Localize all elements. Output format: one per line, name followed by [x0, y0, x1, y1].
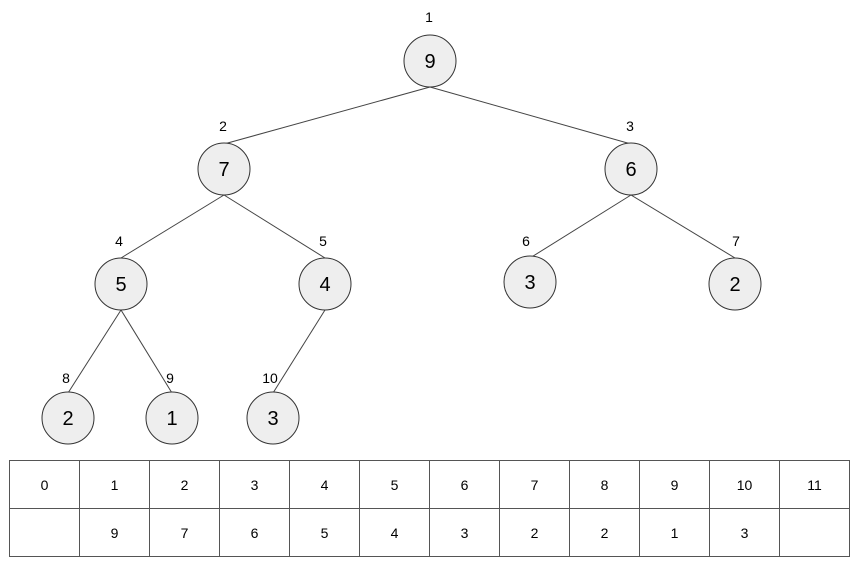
- array-value-cell: 3: [709, 508, 780, 557]
- array-index-cell: 2: [149, 460, 220, 509]
- edge-3-6: [529, 194, 632, 259]
- array-index-cell: 10: [709, 460, 780, 509]
- node-circle: [503, 255, 557, 309]
- edge-2-4: [120, 194, 225, 259]
- node-index-label: 5: [319, 233, 327, 249]
- node-index-label: 9: [166, 370, 174, 386]
- edge-4-9: [120, 309, 173, 394]
- node-circle: [246, 391, 300, 445]
- array-value-cell: 9: [79, 508, 150, 557]
- node-index-label: 7: [732, 233, 740, 249]
- array-value-cell: [779, 508, 850, 557]
- tree-node: 8 2: [41, 370, 95, 445]
- tree-edges: [67, 86, 736, 394]
- tree-node: 5 4: [298, 233, 352, 311]
- edge-5-10: [272, 309, 326, 394]
- array-value-cell: 1: [639, 508, 710, 557]
- node-value: 2: [729, 274, 740, 296]
- array-value-cell: 2: [569, 508, 640, 557]
- node-value: 6: [625, 159, 636, 181]
- array-index-cell: 0: [9, 460, 80, 509]
- tree-node: 1 9: [403, 9, 457, 88]
- tree-node: 10 3: [246, 370, 300, 445]
- node-index-label: 4: [115, 233, 123, 249]
- node-index-label: 6: [522, 233, 530, 249]
- array-value-cell: 2: [499, 508, 570, 557]
- node-index-label: 3: [626, 118, 634, 134]
- tree-node: 6 3: [503, 233, 557, 309]
- array-index-cell: 8: [569, 460, 640, 509]
- node-circle: [145, 391, 199, 445]
- edge-3-7: [630, 194, 736, 259]
- node-circle: [94, 257, 148, 311]
- array-value-cell: [9, 508, 80, 557]
- node-circle: [41, 391, 95, 445]
- node-index-label: 1: [425, 9, 433, 25]
- array-index-cell: 5: [359, 460, 430, 509]
- tree-node: 2 7: [197, 118, 251, 196]
- array-value-row: 9 7 6 5 4 3 2 2 1 3: [9, 508, 850, 557]
- node-circle: [298, 257, 352, 311]
- edge-1-3: [429, 86, 632, 145]
- node-circle: [708, 257, 762, 311]
- edge-4-8: [67, 309, 122, 394]
- edge-2-5: [223, 194, 326, 259]
- array-index-cell: 3: [219, 460, 290, 509]
- node-index-label: 8: [62, 370, 70, 386]
- node-value: 9: [424, 51, 435, 73]
- tree-node: 9 1: [145, 370, 199, 445]
- node-index-label: 10: [262, 370, 278, 386]
- array-index-cell: 1: [79, 460, 150, 509]
- node-circle: [604, 142, 658, 196]
- array-index-cell: 6: [429, 460, 500, 509]
- edge-1-2: [223, 86, 431, 145]
- binary-heap-tree: 1 9 2 7 3 6 4 5 5 4 6 3 7 2 8 2 9: [41, 9, 762, 445]
- node-value: 4: [319, 274, 330, 296]
- node-value: 7: [218, 159, 229, 181]
- array-value-cell: 4: [359, 508, 430, 557]
- node-value: 3: [267, 408, 278, 430]
- node-value: 1: [166, 408, 177, 430]
- node-value: 2: [62, 408, 73, 430]
- node-index-label: 2: [219, 118, 227, 134]
- array-index-cell: 11: [779, 460, 850, 509]
- heap-array-table: 0 1 2 3 4 5 6 7 8 9 10 11 9 7 6 5 4 3 2 …: [9, 460, 850, 557]
- array-value-cell: 7: [149, 508, 220, 557]
- array-index-row: 0 1 2 3 4 5 6 7 8 9 10 11: [9, 460, 850, 509]
- array-index-cell: 7: [499, 460, 570, 509]
- node-circle: [197, 142, 251, 196]
- tree-node: 4 5: [94, 233, 148, 311]
- array-value-cell: 6: [219, 508, 290, 557]
- array-value-cell: 3: [429, 508, 500, 557]
- tree-node: 7 2: [708, 233, 762, 311]
- array-index-cell: 9: [639, 460, 710, 509]
- node-value: 5: [115, 274, 126, 296]
- node-value: 3: [524, 272, 535, 294]
- array-index-cell: 4: [289, 460, 360, 509]
- array-value-cell: 5: [289, 508, 360, 557]
- node-circle: [403, 34, 457, 88]
- tree-node: 3 6: [604, 118, 658, 196]
